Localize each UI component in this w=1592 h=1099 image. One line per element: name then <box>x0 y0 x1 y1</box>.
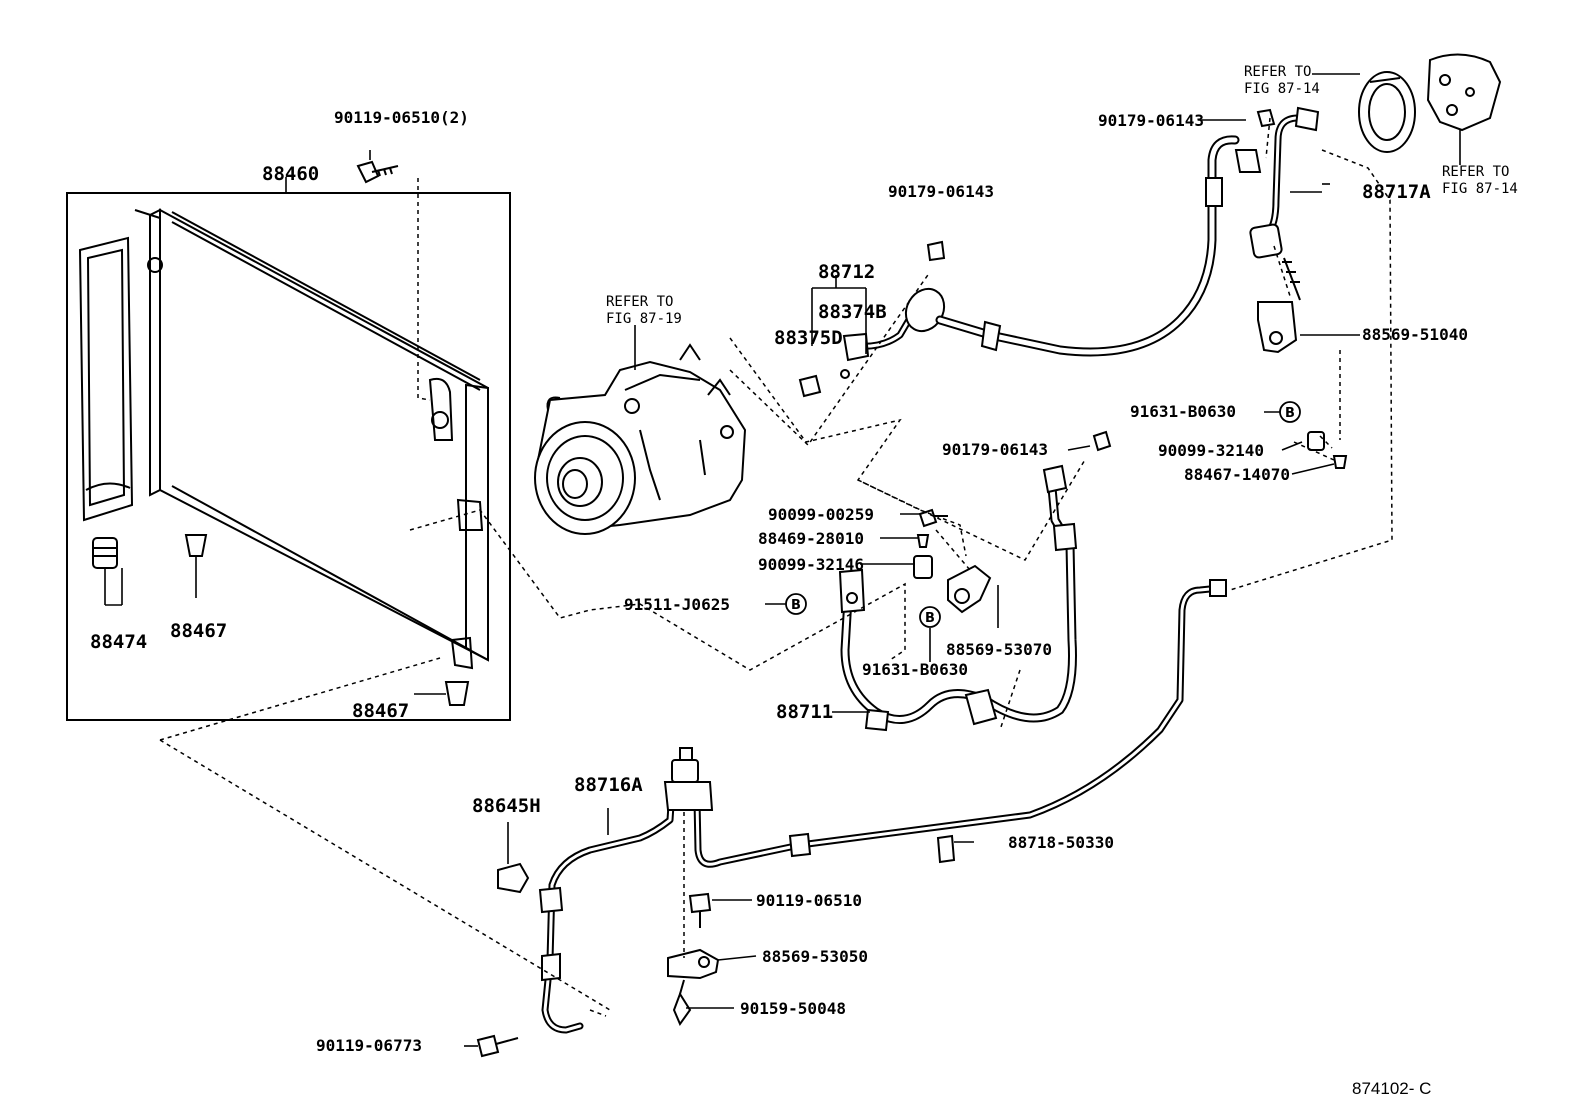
bolt-06510-icon <box>688 892 712 928</box>
clamp-53050-icon <box>667 948 720 980</box>
leader-lines <box>464 119 1360 1047</box>
nut-06143-a-icon <box>926 240 946 262</box>
badge-b-91631-a: B <box>1279 401 1301 423</box>
label-refer-87-14b-l1: REFER TO <box>1442 164 1509 180</box>
label-88569-53070: 88569-53070 <box>946 640 1052 659</box>
label-90119-06510: 90119-06510 <box>756 891 862 910</box>
collar-32146-icon <box>913 555 933 579</box>
label-90119-06773: 90119-06773 <box>316 1036 422 1055</box>
pressure-plug-icon <box>497 822 530 894</box>
suction-tube-88717a-icon <box>1249 106 1320 301</box>
label-88467-a: 88467 <box>170 620 227 642</box>
label-88467-14070: 88467-14070 <box>1184 465 1290 484</box>
condenser-assembly-frame <box>66 192 511 721</box>
condenser-assembly-group <box>66 177 511 721</box>
label-88645h: 88645H <box>472 795 541 817</box>
label-88374b: 88374B <box>818 301 887 323</box>
expansion-valve-seal-icon <box>1358 71 1416 153</box>
label-88467-b: 88467 <box>352 700 409 722</box>
liquid-tube-88716a-icon <box>538 786 676 1034</box>
cushion-lower-icon <box>414 681 470 706</box>
receiver-tank-icon <box>78 236 134 522</box>
label-refer-87-14b-l2: FIG 87-14 <box>1442 181 1518 197</box>
svg-text:B: B <box>1285 406 1295 421</box>
part-labels: 90119-06510(2) 88460 88474 88467 88467 R… <box>90 64 1518 1098</box>
label-90099-00259: 90099-00259 <box>768 505 874 524</box>
dashed-guide-lines <box>159 117 1393 1017</box>
label-90179-06143-b: 90179-06143 <box>1098 111 1204 130</box>
screw-50048-icon <box>672 979 692 1027</box>
label-91631-b0630-b: 91631-B0630 <box>862 660 968 679</box>
label-88717a: 88717A <box>1362 181 1431 203</box>
label-refer-87-19-l1: REFER TO <box>606 294 673 310</box>
figure-id: 874102- C <box>1352 1079 1431 1098</box>
washer-28010-icon <box>916 534 930 548</box>
clamp-53070-icon <box>947 564 999 628</box>
oring-88375d-icon <box>798 374 822 398</box>
bolt-00259-icon <box>918 508 948 528</box>
discharge-hose-88712-icon <box>842 135 1262 362</box>
condenser-core-icon <box>134 208 489 670</box>
label-88718-50330: 88718-50330 <box>1008 833 1114 852</box>
tube-block-joint-icon <box>663 747 714 811</box>
oring-88374b-icon <box>840 369 850 379</box>
bracket-50330-icon <box>936 834 956 864</box>
badge-b-91631-b: B <box>919 606 941 628</box>
label-90119-06510-2: 90119-06510(2) <box>334 108 469 127</box>
badge-b-91511: B <box>785 593 807 615</box>
label-88375d: 88375D <box>774 327 843 349</box>
label-88712: 88712 <box>818 261 875 283</box>
label-90179-06143-a: 90179-06143 <box>888 182 994 201</box>
label-90159-50048: 90159-50048 <box>740 999 846 1018</box>
cushion-icon <box>184 534 208 598</box>
bolt-06773-icon <box>476 1034 519 1058</box>
nut-06143-c-icon <box>1092 430 1112 452</box>
label-88474: 88474 <box>90 631 147 653</box>
expansion-valve-icon <box>1426 53 1502 132</box>
liquid-tube-main-icon <box>693 579 1227 868</box>
label-refer-87-14a-l1: REFER TO <box>1244 64 1311 80</box>
label-91631-b0630-a: 91631-B0630 <box>1130 402 1236 421</box>
suction-hose-88711-icon <box>838 464 1078 732</box>
label-90179-06143-c: 90179-06143 <box>942 440 1048 459</box>
label-90099-32140: 90099-32140 <box>1158 441 1264 460</box>
compressor-icon <box>534 343 747 535</box>
svg-text:B: B <box>791 598 801 613</box>
label-90099-32146: 90099-32146 <box>758 555 864 574</box>
label-refer-87-14a-l2: FIG 87-14 <box>1244 81 1320 97</box>
label-88569-51040: 88569-51040 <box>1362 325 1468 344</box>
cushion-14070-icon <box>1332 455 1348 469</box>
collar-32140-icon <box>1307 431 1325 451</box>
nut-06143-b-icon <box>1256 108 1276 128</box>
dryer-plug-icon <box>92 537 123 606</box>
label-88469-28010: 88469-28010 <box>758 529 864 548</box>
clamp-51040-icon <box>1257 301 1298 354</box>
bolt-top-icon <box>356 150 399 184</box>
svg-text:B: B <box>925 611 935 626</box>
label-91511-j0625: 91511-J0625 <box>624 595 730 614</box>
label-88460: 88460 <box>262 163 319 185</box>
label-88569-53050: 88569-53050 <box>762 947 868 966</box>
label-88711: 88711 <box>776 701 833 723</box>
label-88716a: 88716A <box>574 774 643 796</box>
label-refer-87-19-l2: FIG 87-19 <box>606 311 682 327</box>
